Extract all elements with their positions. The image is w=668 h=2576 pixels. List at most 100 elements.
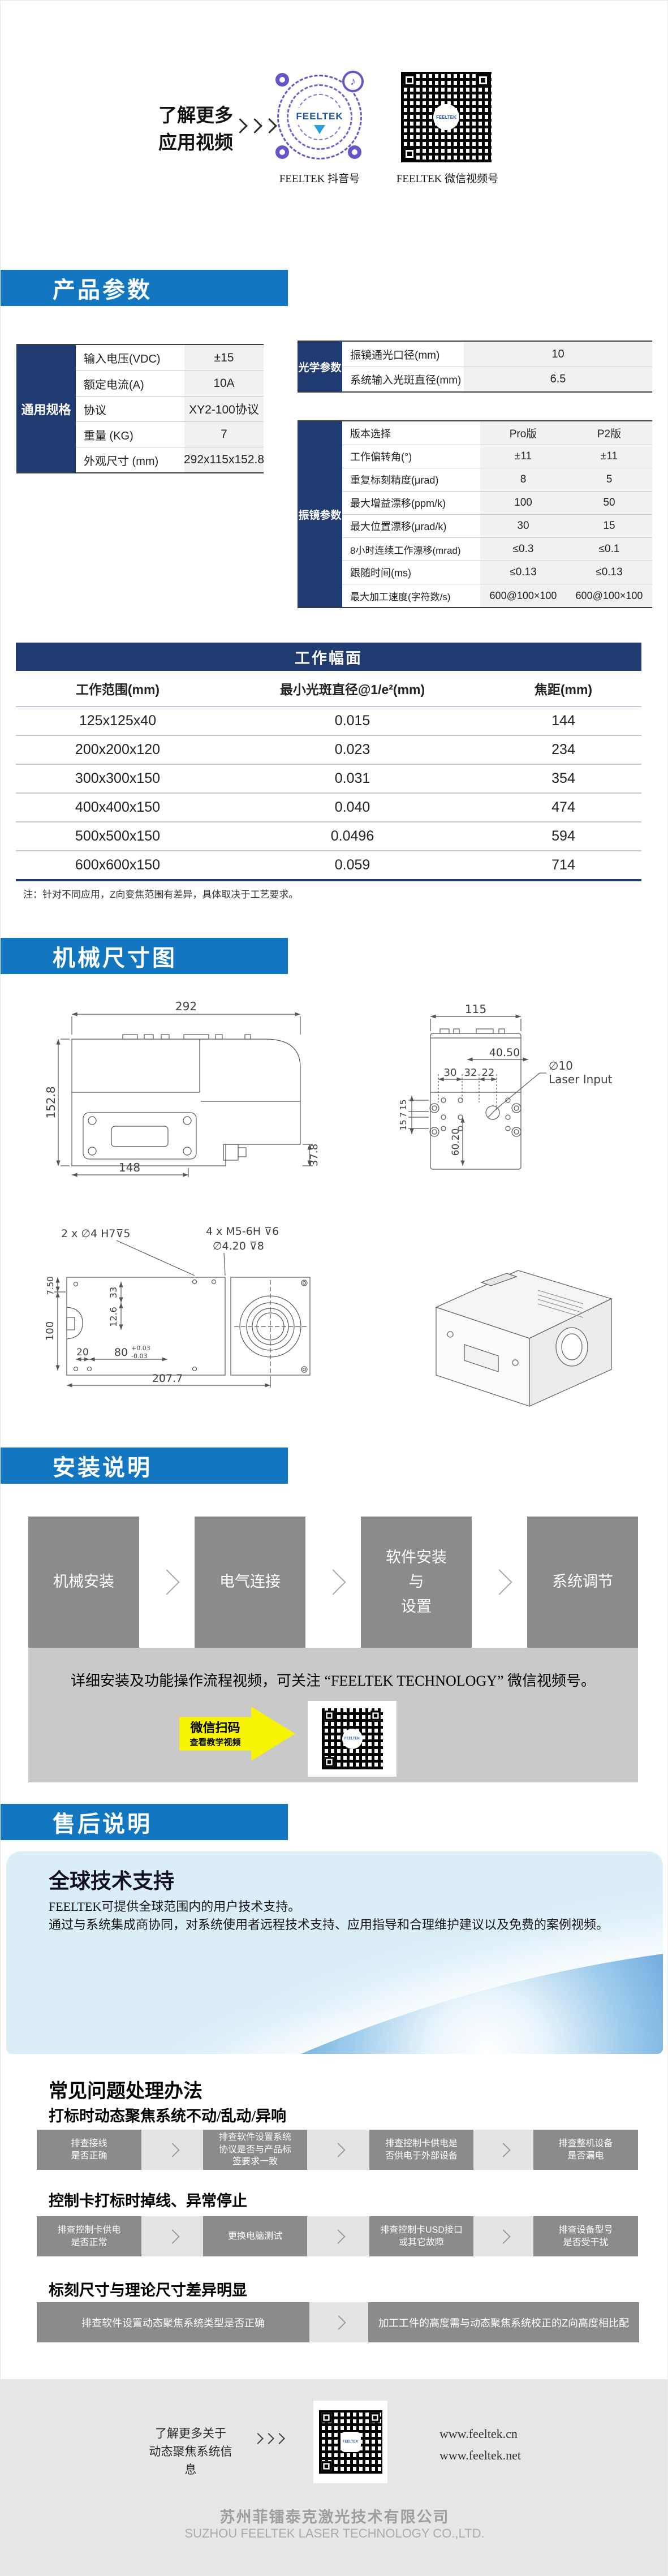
douyin-qr-logo: FEELTEK	[291, 108, 348, 125]
footer-company-en: SUZHOU FEELTEK LASER TECHNOLOGY CO.,LTD.	[184, 2526, 485, 2540]
promo-text: 了解更多 应用视频	[136, 102, 255, 157]
douyin-qr-icon: ♪ FEELTEK	[272, 70, 367, 165]
earth-image	[6, 1941, 663, 2054]
faq3-step-2: 加工工件的高度需与动态聚焦系统校正的Z向高度相比配	[368, 2302, 639, 2342]
label-hole-c: ∅4.20 ⊽8	[213, 1240, 264, 1252]
spec-value: 7	[184, 421, 264, 447]
footer-company-cn: 苏州菲镭泰克激光技术有限公司	[219, 2509, 450, 2526]
work-area-note: 注：针对不同应用，Z向变焦范围有差异，具体取决于工艺要求。	[23, 889, 299, 900]
dim-37.8: 37.8	[308, 1144, 320, 1166]
label-hole-b: 4 x M5-6H ⊽6	[206, 1225, 279, 1238]
general-spec-header: 通用规格	[16, 345, 76, 472]
music-note-icon: ♪	[342, 71, 364, 92]
galvo-pro: ≤0.13	[480, 561, 566, 584]
dim-80-tol-up: +0.03	[131, 1345, 150, 1352]
promo-chevrons-icon	[232, 118, 277, 133]
install-step-1: 机械安装	[28, 1517, 139, 1648]
dim-20: 20	[76, 1347, 89, 1358]
drawing-bottom-view: 2 x ∅4 H7⊽5 4 x M5-6H ⊽6 ∅4.20 ⊽8 7.50 1…	[44, 1225, 311, 1388]
galvo-label: 最大加工速度(字符数/s)	[342, 584, 480, 607]
support-title: 全球技术支持	[49, 1870, 174, 1893]
galvo-label: 最大增益漂移(ppm/k)	[342, 491, 480, 514]
label-laser-input: Laser Input	[549, 1072, 613, 1086]
drawing-back-view: 115 40.50 30 32 22 ∅10 Laser Input 15 7 …	[398, 1002, 613, 1170]
dim-7.50: 7.50	[45, 1276, 55, 1295]
spec-value: 6.5	[464, 367, 652, 391]
faq-flow-2: 排查控制卡供电 是否正常 更换电脑测试 排查控制卡USD接口 或其它故障 排查设…	[37, 2216, 638, 2256]
drawing-iso-view	[435, 1270, 613, 1407]
spec-value: 10	[464, 342, 652, 367]
dim-12.6: 12.6	[108, 1307, 119, 1327]
wa-cell: 300x300x150	[16, 764, 219, 792]
wa-cell: 0.023	[219, 735, 485, 764]
spec-label: 重量 (KG)	[76, 421, 184, 447]
flow-chevron-icon	[473, 2216, 533, 2256]
faq1-step-1: 排查接线 是否正确	[37, 2130, 141, 2170]
flow-chevron-icon	[139, 1517, 195, 1648]
install-note-band: 详细安装及功能操作流程视频，可关注 “FEELTEK TECHNOLOGY” 微…	[28, 1648, 638, 1782]
faq-flow-1: 排查接线 是否正确 排查软件设置系统 协议是否与产品标 签要求一致 排查控制卡供…	[37, 2130, 638, 2170]
work-area-table: 工作范围(mm) 最小光斑直径@1/e²(mm) 焦距(mm) 125x125x…	[16, 671, 641, 881]
flow-chevron-icon	[305, 1517, 361, 1648]
dim-80-tol-dn: -0.03	[131, 1352, 147, 1360]
footer-more-text: 了解更多关于 动态聚焦系统信息	[145, 2424, 236, 2479]
v-logo-icon	[314, 125, 325, 134]
footer-chevrons-icon	[252, 2433, 285, 2444]
faq1-step-3: 排查控制卡供电是 否供电于外部设备	[369, 2130, 473, 2170]
galvo-pro: 100	[480, 491, 566, 514]
wechat-qr-logo: FEELTEK	[433, 104, 459, 130]
footer-url-net[interactable]: www.feeltek.net	[439, 2448, 521, 2462]
label-hole-a: 2 x ∅4 H7⊽5	[61, 1227, 130, 1240]
wa-cell: 0.059	[219, 850, 485, 879]
spec-value: 292x115x152.8	[184, 447, 264, 472]
faq3-step-1: 排查软件设置动态聚焦系统类型是否正确	[37, 2302, 309, 2342]
wechat-caption: FEELTEK 微信视频号	[396, 173, 499, 185]
support-card: 全球技术支持 FEELTEK可提供全球范围内的用户技术支持。 通过与系统集成商协…	[6, 1851, 663, 2054]
section-title-product-params: 产品参数	[1, 270, 288, 306]
spec-value: 10A	[184, 371, 264, 396]
footer-more-line2: 动态聚焦系统信息	[149, 2445, 232, 2476]
spec-label: 系统输入光斑直径(mm)	[342, 367, 464, 391]
footer: 了解更多关于 动态聚焦系统信息 FEELTEK www.feeltek.cn w…	[1, 2379, 667, 2575]
install-step-2: 电气连接	[195, 1517, 305, 1648]
section-title-mechanical: 机械尺寸图	[1, 938, 288, 974]
galvo-label: 工作偏转角(°)	[342, 445, 480, 468]
galvo-p2: 600@100×100	[566, 584, 652, 607]
wa-cell: 600x600x150	[16, 850, 219, 879]
galvo-table: 振镜参数 版本选择 Pro版 P2版 工作偏转角(°) ±11 ±11 重复标刻…	[298, 420, 652, 608]
wa-cell: 125x125x40	[16, 706, 219, 735]
dim-292: 292	[175, 1000, 197, 1013]
wa-col: 最小光斑直径@1/e²(mm)	[279, 682, 425, 697]
scan-arrow-icon: 微信扫码 查看教学视频	[179, 1707, 295, 1761]
install-flow: 机械安装 电气连接 软件安装 与 设置 系统调节	[28, 1517, 638, 1648]
install-step-3: 软件安装 与 设置	[361, 1517, 472, 1648]
dim-22: 22	[482, 1067, 495, 1079]
faq2-step-3: 排查控制卡USD接口 或其它故障	[369, 2216, 473, 2256]
dim-100: 100	[44, 1321, 56, 1341]
wa-cell: 0.031	[219, 764, 485, 792]
dim-207.7: 207.7	[152, 1372, 183, 1385]
general-spec-table: 通用规格 输入电压(VDC) ±15 额定电流(A) 10A 协议 XY2-10…	[16, 344, 264, 473]
promo-line1: 了解更多	[158, 106, 233, 126]
faq2-step-2: 更换电脑测试	[203, 2216, 307, 2256]
wechat-qr-icon: FEELTEK	[401, 72, 492, 162]
optical-table: 光学参数 振镜通光口径(mm) 10 系统输入光斑直径(mm) 6.5	[298, 341, 652, 393]
flow-chevron-icon	[141, 2130, 203, 2170]
install-qr-icon: FEELTEK	[321, 1708, 383, 1769]
wa-cell: 234	[485, 735, 641, 764]
wa-cell: 144	[485, 706, 641, 735]
wa-cell: 0.015	[219, 706, 485, 735]
support-line1: FEELTEK可提供全球范围内的用户技术支持。	[49, 1899, 301, 1914]
spec-value: ±15	[184, 345, 264, 371]
dim-33: 33	[108, 1287, 119, 1298]
faq2-step-4: 排查设备型号 是否受干扰	[533, 2216, 638, 2256]
dim-148: 148	[119, 1161, 140, 1174]
dim-15a: 15	[398, 1099, 408, 1110]
wa-cell: 400x400x150	[16, 792, 219, 821]
galvo-header: 振镜参数	[298, 421, 342, 607]
footer-url-cn[interactable]: www.feeltek.cn	[439, 2427, 518, 2441]
flow-chevron-icon	[307, 2216, 369, 2256]
dim-30: 30	[444, 1067, 457, 1079]
install-qr-logo: FEELTEK	[342, 1729, 363, 1749]
